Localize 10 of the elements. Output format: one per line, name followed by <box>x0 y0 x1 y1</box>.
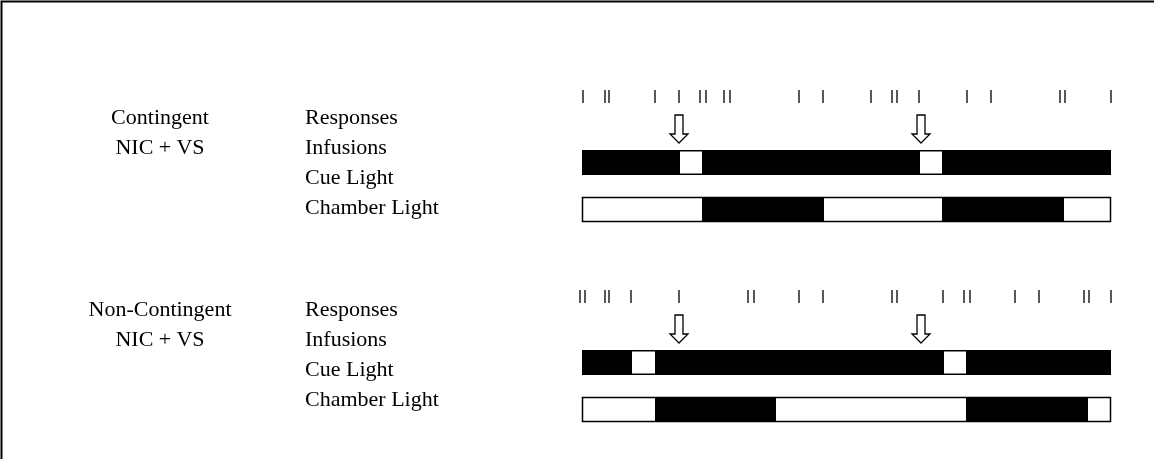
row-label: Cue Light <box>305 163 394 191</box>
row-label: Cue Light <box>305 355 394 383</box>
row-label: Responses <box>305 295 398 323</box>
row-label: Responses <box>305 103 398 131</box>
row-label: Chamber Light <box>305 385 439 413</box>
row-label: Chamber Light <box>305 193 439 221</box>
group-label: Non-Contingent NIC + VS <box>87 295 233 353</box>
group-label: Contingent NIC + VS <box>110 103 210 161</box>
row-label: Infusions <box>305 133 387 161</box>
row-label: Infusions <box>305 325 387 353</box>
